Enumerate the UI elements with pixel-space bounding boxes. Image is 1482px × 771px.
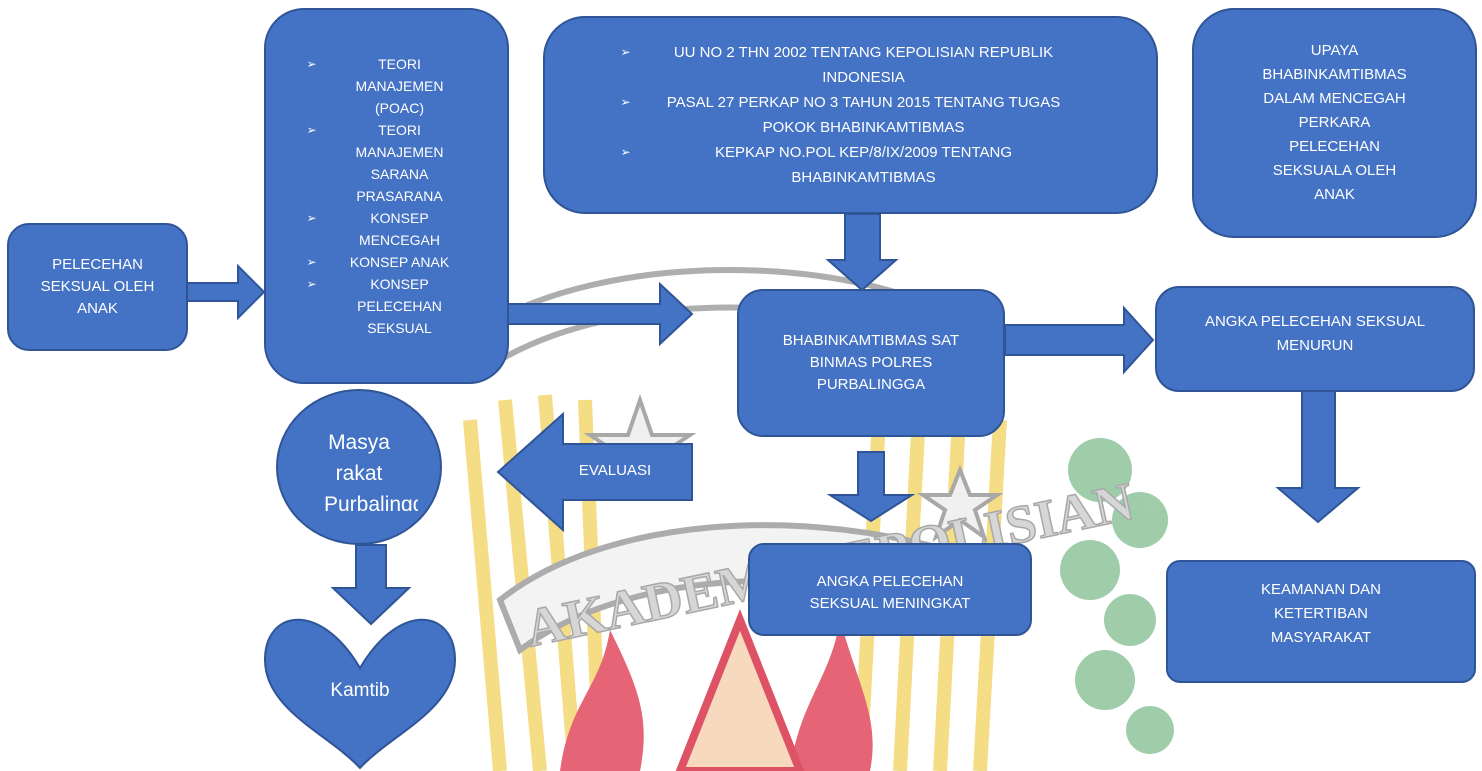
node-keamanan: KEAMANAN DAN KETERTIBAN MASYARAKAT	[1166, 560, 1476, 683]
arrow-hukum-to-bhabin	[825, 213, 899, 292]
node-menurun-text: ANGKA PELECEHAN SEKSUAL MENURUN	[1204, 313, 1426, 354]
node-menurun: ANGKA PELECEHAN SEKSUAL MENURUN	[1155, 286, 1475, 392]
arrow-menurun-to-keamanan	[1275, 389, 1361, 524]
watermark-star	[916, 464, 1004, 543]
teori-item: ➢TEORI MANAJEMEN (POAC)	[307, 53, 467, 119]
node-upaya: UPAYA BHABINKAMTIBMAS DALAM MENCEGAH PER…	[1192, 8, 1477, 238]
teori-list: ➢TEORI MANAJEMEN (POAC) ➢TEORI MANAJEMEN…	[307, 53, 467, 339]
kamtib-label: Kamtib	[330, 680, 390, 701]
evaluasi-label: EVALUASI	[578, 462, 652, 479]
node-bhabin: BHABINKAMTIBMAS SAT BINMAS POLRES PURBAL…	[737, 289, 1005, 437]
teori-item: ➢KONSEP PELECEHAN SEKSUAL	[307, 273, 467, 339]
bullet-icon: ➢	[306, 57, 317, 71]
masyarakat-label: Masya rakat Purbalingga	[300, 427, 418, 511]
bullet-icon: ➢	[306, 255, 317, 269]
bullet-icon: ➢	[620, 45, 631, 59]
watermark-leaves	[1060, 438, 1174, 754]
node-pelecehan: PELECEHAN SEKSUAL OLEH ANAK	[7, 223, 188, 351]
arrow-bhabin-to-meningkat	[826, 451, 916, 523]
teori-item: ➢KONSEP MENCEGAH	[307, 207, 467, 251]
node-pelecehan-text: PELECEHAN SEKSUAL OLEH ANAK	[40, 256, 155, 317]
masyarakat-circle	[276, 389, 442, 545]
teori-item: ➢TEORI MANAJEMEN SARANA PRASARANA	[307, 119, 467, 207]
node-teori: ➢TEORI MANAJEMEN (POAC) ➢TEORI MANAJEMEN…	[264, 8, 509, 384]
hukum-item: ➢KEPKAP NO.POL KEP/8/IX/2009 TENTANG BHA…	[621, 140, 1081, 190]
arrow-teori-to-bhabin	[507, 281, 694, 347]
arrow-bhabin-to-menurun	[1004, 305, 1155, 375]
node-bhabin-text: BHABINKAMTIBMAS SAT BINMAS POLRES PURBAL…	[782, 332, 960, 393]
masyarakat-text: Masya rakat Purbalingga	[324, 431, 418, 511]
hukum-list: ➢UU NO 2 THN 2002 TENTANG KEPOLISIAN REP…	[621, 40, 1081, 190]
bullet-icon: ➢	[306, 211, 317, 225]
node-meningkat: ANGKA PELECEHAN SEKSUAL MENINGKAT	[748, 543, 1032, 636]
watermark-flames	[560, 609, 873, 771]
arrow-masyarakat-to-kamtib	[330, 544, 412, 626]
bullet-icon: ➢	[306, 123, 317, 137]
node-upaya-text: UPAYA BHABINKAMTIBMAS DALAM MENCEGAH PER…	[1262, 42, 1407, 203]
hukum-item: ➢PASAL 27 PERKAP NO 3 TAHUN 2015 TENTANG…	[621, 90, 1081, 140]
bullet-icon: ➢	[620, 145, 631, 159]
hukum-item: ➢UU NO 2 THN 2002 TENTANG KEPOLISIAN REP…	[621, 40, 1081, 90]
node-hukum: ➢UU NO 2 THN 2002 TENTANG KEPOLISIAN REP…	[543, 16, 1158, 214]
arrows	[186, 213, 1361, 626]
teori-item: ➢KONSEP ANAK	[307, 251, 467, 273]
evaluasi-arrow	[496, 411, 693, 533]
arrow-pelecehan-to-teori	[186, 263, 266, 321]
bullet-icon: ➢	[306, 277, 317, 291]
kamtib-heart	[263, 618, 457, 770]
node-meningkat-text: ANGKA PELECEHAN SEKSUAL MENINGKAT	[809, 573, 971, 612]
bullet-icon: ➢	[620, 95, 631, 109]
node-keamanan-text: KEAMANAN DAN KETERTIBAN MASYARAKAT	[1260, 581, 1382, 646]
